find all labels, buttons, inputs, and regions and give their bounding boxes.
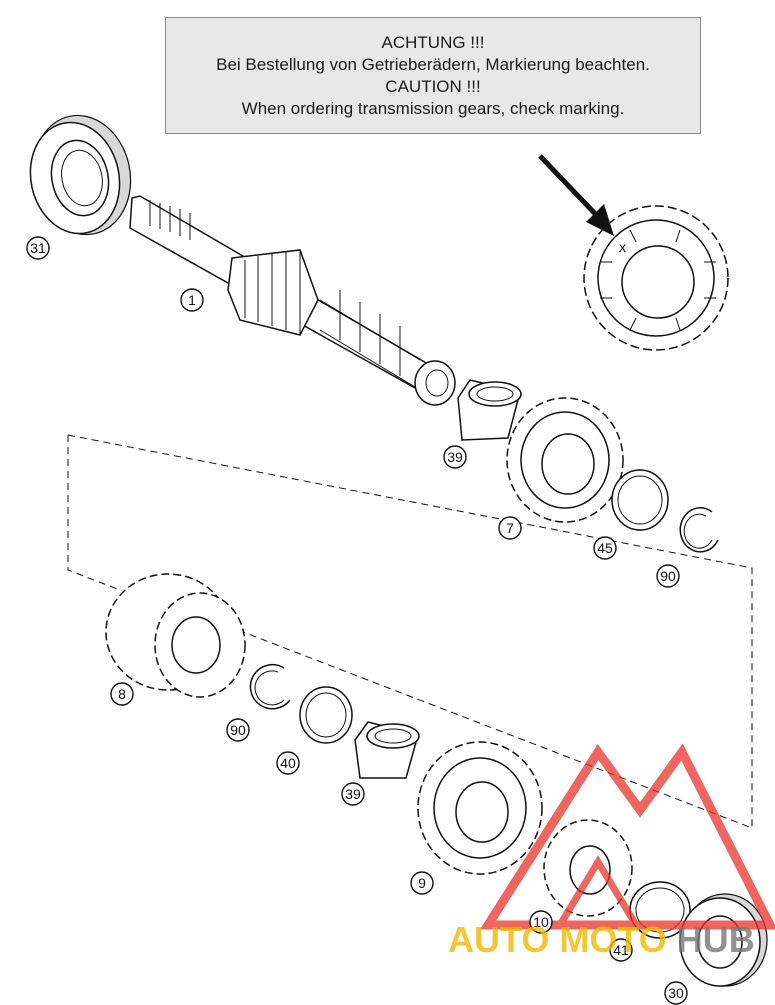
svg-text:40: 40: [280, 755, 296, 771]
callout-90-upper: 90: [656, 564, 680, 588]
gear-10: [543, 819, 633, 917]
gear-8: [105, 573, 246, 698]
callout-30: 30: [664, 981, 688, 1005]
callout-9: 9: [410, 871, 434, 895]
marked-gear: [583, 205, 729, 351]
caution-notice: ACHTUNG !!! Bei Bestellung von Getrieber…: [165, 17, 701, 134]
callout-41: 41: [609, 938, 633, 962]
svg-text:45: 45: [597, 540, 613, 556]
notice-text-en: When ordering transmission gears, check …: [241, 98, 625, 118]
watermark-part-hub: HUB: [677, 919, 755, 960]
callout-45: 45: [593, 536, 617, 560]
circlip-90-upper: [679, 507, 719, 553]
svg-text:9: 9: [418, 875, 426, 891]
watermark-part-auto: AUTO: [448, 919, 549, 960]
washer-40: [299, 686, 353, 744]
bearing-30: [679, 893, 768, 987]
main-shaft: [129, 195, 456, 406]
svg-text:39: 39: [447, 449, 463, 465]
callout-90-lower: 90: [226, 718, 250, 742]
svg-text:30: 30: [668, 985, 684, 1001]
bushing-39-lower: [354, 721, 420, 779]
circlip-90-lower: [249, 663, 291, 710]
svg-text:41: 41: [613, 942, 629, 958]
callout-39-upper: 39: [443, 445, 467, 469]
callout-40: 40: [276, 751, 300, 775]
svg-text:39: 39: [345, 786, 361, 802]
svg-text:7: 7: [506, 520, 514, 536]
watermark-text: AUTO MOTO HUB: [448, 919, 755, 960]
washer-45: [611, 469, 669, 531]
callout-7: 7: [498, 516, 522, 540]
callout-39-lower: 39: [341, 782, 365, 806]
svg-text:90: 90: [660, 568, 676, 584]
callout-1: 1: [180, 288, 204, 312]
gear-9: [417, 741, 543, 875]
svg-text:1: 1: [188, 292, 196, 308]
gear-7: [506, 397, 624, 523]
notice-title-de: ACHTUNG !!!: [381, 32, 485, 52]
callout-31: 31: [26, 236, 50, 260]
notice-title-en: CAUTION !!!: [385, 76, 481, 96]
svg-text:8: 8: [118, 686, 126, 702]
arrow-icon: [538, 154, 614, 236]
svg-text:10: 10: [533, 914, 549, 930]
notice-text-de: Bei Bestellung von Getrieberädern, Marki…: [216, 54, 650, 74]
svg-text:90: 90: [230, 722, 246, 738]
watermark-part-moto: MOTO: [559, 919, 666, 960]
watermark-logo: [479, 743, 775, 930]
callout-10: 10: [529, 910, 553, 934]
gear-marking: x: [619, 239, 626, 255]
svg-text:31: 31: [30, 240, 46, 256]
bushing-39-upper: [457, 379, 522, 441]
bearing-31: [29, 114, 132, 236]
callout-8: 8: [110, 682, 134, 706]
